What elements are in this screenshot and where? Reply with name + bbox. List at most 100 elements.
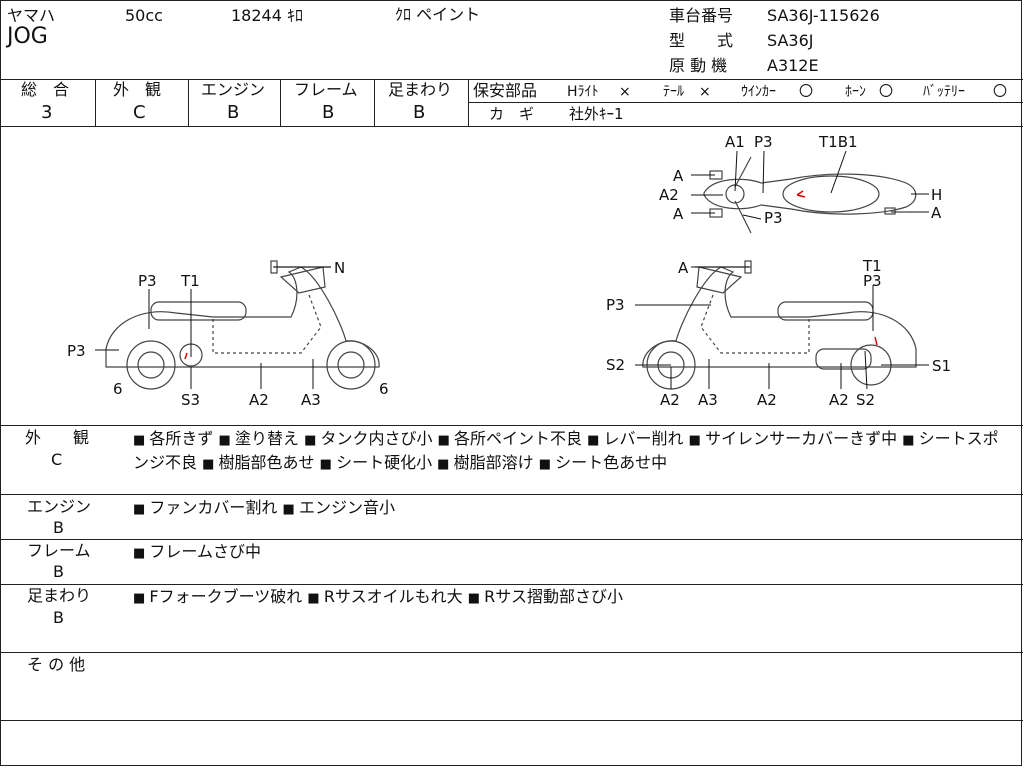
label-A: A (931, 204, 942, 222)
bullet-square-icon: ■ (218, 433, 235, 448)
bullet-square-icon: ■ (319, 457, 337, 472)
label-P3: P3 (863, 272, 882, 290)
note-item: タンク内さび小 (320, 429, 433, 448)
engine-label: エンジン (201, 80, 266, 99)
bullet-square-icon: ■ (133, 433, 150, 448)
notes-engine-grade: B (53, 518, 64, 537)
engine-grade: B (227, 102, 240, 123)
battery-label: ﾊﾞｯﾃﾘｰ (923, 84, 965, 100)
divider (1, 720, 1023, 721)
divider (468, 79, 469, 126)
notes-susp-label: 足まわり (27, 586, 92, 605)
note-item: 各所きず (149, 429, 214, 448)
notes-frame-items: ■ フレームさび中 (133, 541, 1013, 565)
bullet-square-icon: ■ (307, 591, 324, 606)
divider (1, 652, 1023, 653)
bullet-square-icon: ■ (688, 433, 706, 448)
bullet-square-icon: ■ (304, 433, 321, 448)
bullet-square-icon: ■ (133, 502, 150, 517)
label-S3: S3 (181, 391, 201, 409)
note-item: レバー削れ (603, 429, 684, 448)
note-item: エンジン音小 (298, 498, 395, 517)
bullet-square-icon: ■ (902, 433, 919, 448)
damage-diagram (95, 150, 929, 390)
note-item: 樹脂部色あせ (218, 453, 315, 472)
label-S2: S2 (606, 356, 626, 374)
body-color: ｸﾛ ペイント (395, 5, 481, 24)
notes-susp-items: ■ Fフォークブーツ破れ ■ Rサスオイルもれ大 ■ Rサス摺動部さび小 (133, 586, 1013, 610)
note-item: 塗り替え (234, 429, 299, 448)
divider (1, 539, 1023, 540)
label-A2: A2 (249, 391, 269, 409)
label-T1: T1 (181, 272, 200, 290)
label-A2: A2 (659, 186, 679, 204)
note-item: サイレンサーカバーきず中 (705, 429, 898, 448)
bullet-square-icon: ■ (133, 591, 150, 606)
overall-grade: 3 (41, 102, 53, 123)
note-item: 樹脂部溶け (453, 453, 534, 472)
label-S1: S1 (932, 357, 952, 375)
headlight-label: Hﾗｲﾄ (567, 84, 599, 100)
label-A1: A1 (725, 133, 745, 151)
label-A2: A2 (660, 391, 680, 409)
note-item: シート色あせ中 (555, 453, 668, 472)
note-item: Rサスオイルもれ大 (323, 587, 463, 606)
bullet-square-icon: ■ (538, 457, 556, 472)
key-label: カ ギ (489, 105, 535, 123)
frame-grade: B (322, 102, 335, 123)
notes-exterior-items: ■ 各所きず ■ 塗り替え ■ タンク内さび小 ■ 各所ペイント不良 ■ レバー… (133, 428, 1013, 476)
notes-exterior-label: 外 観 (25, 428, 90, 447)
notes-other-label: そ の 他 (27, 655, 86, 674)
divider (1, 126, 1023, 127)
notes-frame-label: フレーム (27, 541, 91, 560)
tail-status: × (699, 84, 711, 100)
notes-exterior-grade: C (51, 450, 63, 469)
horn-label: ﾎｰﾝ (845, 84, 866, 100)
scooter-left-view (105, 260, 380, 390)
bullet-square-icon: ■ (133, 546, 150, 561)
label-6: 6 (113, 380, 123, 398)
frame-label: フレーム (294, 80, 358, 99)
battery-status: 〇 (993, 84, 1007, 100)
divider (1, 425, 1023, 426)
headlight-status: × (619, 84, 631, 100)
bullet-square-icon: ■ (202, 457, 219, 472)
suspension-label: 足まわり (388, 80, 453, 99)
label-A: A (673, 167, 684, 185)
key-value: 社外ｷｰ1 (569, 105, 624, 123)
frame-no: SA36J-115626 (767, 6, 880, 25)
mileage: 18244 ｷﾛ (231, 6, 303, 25)
tail-label: ﾃｰﾙ (663, 84, 684, 100)
label-A: A (678, 259, 689, 277)
label-6: 6 (379, 380, 389, 398)
divider (374, 79, 375, 126)
exterior-grade: C (133, 102, 146, 123)
note-item: 各所ペイント不良 (454, 429, 583, 448)
divider (468, 102, 1023, 103)
notes-frame-grade: B (53, 562, 64, 581)
note-item: シートスポンジ不良 (133, 429, 999, 472)
divider (95, 79, 96, 126)
horn-status: 〇 (879, 84, 893, 100)
model-name: JOG (7, 24, 48, 49)
bullet-square-icon: ■ (467, 591, 485, 606)
engine-model-value: A312E (767, 56, 819, 75)
overall-label: 総 合 (21, 80, 70, 99)
maker: ヤマハ (7, 6, 56, 25)
safety-label: 保安部品 (473, 81, 538, 100)
divider (188, 79, 189, 126)
note-item: ファンカバー割れ (149, 498, 278, 517)
displacement: 50cc (125, 6, 163, 25)
divider (1, 494, 1023, 495)
note-item: フレームさび中 (149, 542, 261, 561)
bullet-square-icon: ■ (437, 457, 454, 472)
notes-engine-items: ■ ファンカバー割れ ■ エンジン音小 (133, 497, 1013, 521)
label-P3: P3 (67, 342, 86, 360)
label-A2: A2 (757, 391, 777, 409)
note-item: Rサス摺動部さび小 (484, 587, 623, 606)
label-A2: A2 (829, 391, 849, 409)
divider (280, 79, 281, 126)
note-item: シート硬化小 (336, 453, 433, 472)
label-T1: T1 (863, 257, 882, 275)
